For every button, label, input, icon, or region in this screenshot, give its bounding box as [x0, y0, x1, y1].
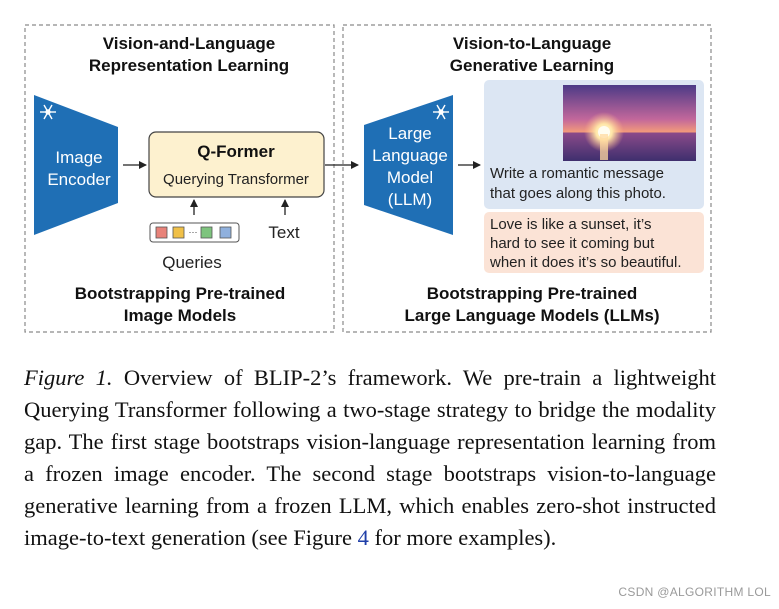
- response-line1: Love is like a sunset, it’s: [490, 216, 651, 233]
- image-encoder-label-line1: Image: [55, 148, 102, 167]
- text-label: Text: [268, 223, 299, 242]
- response-line3: when it does it’s so beautiful.: [489, 254, 682, 271]
- watermark: CSDN @ALGORITHM LOL: [618, 585, 771, 599]
- sunset-photo: [563, 85, 696, 161]
- right-panel-title-line1: Vision-to-Language: [453, 34, 611, 53]
- llm-label-line4: (LLM): [388, 190, 432, 209]
- qformer-block: [148, 131, 325, 198]
- left-panel-title-line1: Vision-and-Language: [103, 34, 276, 53]
- prompt-line1: Write a romantic message: [490, 165, 664, 182]
- left-panel-footer-line1: Bootstrapping Pre-trained: [75, 284, 286, 303]
- figure-caption: Figure 1. Overview of BLIP-2’s framework…: [24, 362, 716, 554]
- response-line2: hard to see it coming but: [490, 235, 655, 252]
- caption-text: Overview of BLIP-2’s framework. We pre-t…: [24, 365, 716, 550]
- right-panel: [342, 24, 712, 333]
- prompt-line2: that goes along this photo.: [490, 185, 666, 202]
- llm-label-line1: Large: [388, 124, 431, 143]
- response-box: [484, 212, 704, 273]
- qformer-title: Q-Former: [197, 142, 275, 161]
- caption-text-end: for more examples).: [368, 525, 557, 550]
- qformer-subtitle: Querying Transformer: [163, 171, 309, 188]
- snowflake-icon: [40, 104, 56, 120]
- llm-label-line3: Model: [387, 168, 433, 187]
- right-panel-title-line2: Generative Learning: [450, 56, 614, 75]
- blip2-framework-diagram: Vision-and-Language Representation Learn…: [24, 24, 712, 333]
- query-tokens-box: [149, 222, 240, 243]
- image-encoder-label-line2: Encoder: [47, 170, 111, 189]
- right-panel-footer-line2: Large Language Models (LLMs): [404, 306, 659, 325]
- svg-text:···: ···: [189, 227, 198, 237]
- query-token: [219, 226, 232, 239]
- left-panel-title-line2: Representation Learning: [89, 56, 289, 75]
- figure-label: Figure 1.: [24, 365, 113, 390]
- image-encoder-block: [34, 95, 118, 235]
- llm-block: [364, 95, 453, 235]
- query-token: [155, 226, 168, 239]
- query-token: [172, 226, 185, 239]
- snowflake-icon: [433, 104, 449, 120]
- left-panel: [24, 24, 335, 333]
- right-panel-footer-line1: Bootstrapping Pre-trained: [427, 284, 638, 303]
- queries-label: Queries: [162, 253, 222, 272]
- figure-reference-link[interactable]: 4: [357, 525, 369, 550]
- left-panel-footer-line2: Image Models: [124, 306, 236, 325]
- llm-label-line2: Language: [372, 146, 448, 165]
- query-token: [200, 226, 213, 239]
